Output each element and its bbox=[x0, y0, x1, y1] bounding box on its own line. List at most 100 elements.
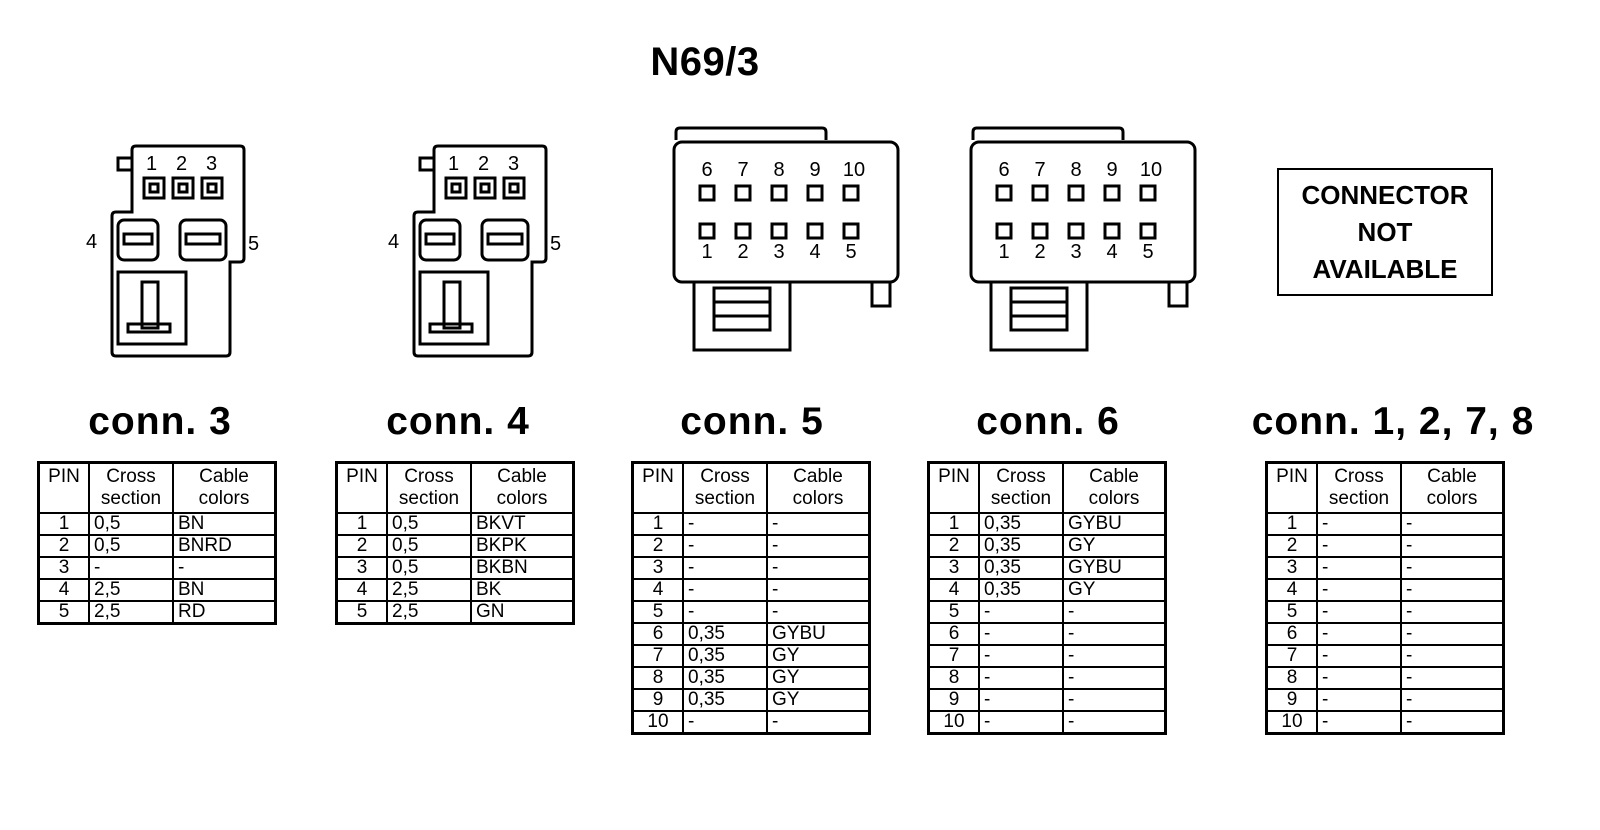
pin-cell: 10 bbox=[927, 710, 980, 735]
cross-section-cell: - bbox=[1316, 710, 1402, 735]
cross-section-cell: - bbox=[1316, 534, 1402, 558]
table-row: 2-- bbox=[631, 534, 871, 558]
pin-number-label: 4 bbox=[388, 231, 399, 253]
small-connector-svg: 1 2 3 4 5 bbox=[86, 144, 259, 358]
cross-section-cell: 0,35 bbox=[978, 578, 1064, 602]
cross-section-cell: - bbox=[682, 710, 768, 735]
not-available-line: CONNECTOR bbox=[1301, 179, 1469, 210]
pin-cell: 1 bbox=[927, 512, 980, 536]
header-line: Cross bbox=[1334, 466, 1384, 487]
cross-section-cell: - bbox=[978, 666, 1064, 690]
pin-cell: 2 bbox=[927, 534, 980, 558]
connector-label: conn. 3 bbox=[88, 400, 232, 443]
header-pin: PIN bbox=[335, 461, 388, 514]
cable-color-cell: RD bbox=[172, 600, 277, 625]
table-row: 5-- bbox=[631, 600, 871, 624]
header-line: section bbox=[694, 488, 756, 509]
table-row: 5-- bbox=[927, 600, 1167, 624]
pin-number-label: 8 bbox=[1070, 159, 1081, 181]
pin-number-label: 3 bbox=[773, 241, 784, 263]
pin-cell: 2 bbox=[1265, 534, 1318, 558]
connector-6-drawing: 6 7 8 9 10 1 2 3 4 5 bbox=[969, 120, 1209, 380]
pin-cell: 3 bbox=[335, 556, 388, 580]
cross-section-cell: - bbox=[978, 688, 1064, 712]
pin-cell: 9 bbox=[927, 688, 980, 712]
pin-cell: 5 bbox=[927, 600, 980, 624]
cross-section-cell: 0,35 bbox=[978, 512, 1064, 536]
pin-number-label: 3 bbox=[508, 153, 519, 175]
cross-section-cell: - bbox=[88, 556, 174, 580]
cable-color-cell: - bbox=[1400, 644, 1505, 668]
pin-cell: 2 bbox=[37, 534, 90, 558]
pin-number-label: 1 bbox=[146, 153, 157, 175]
cable-color-cell: - bbox=[1400, 578, 1505, 602]
cross-section-cell: - bbox=[682, 512, 768, 536]
pin-cell: 7 bbox=[1265, 644, 1318, 668]
pin-number-label: 8 bbox=[773, 159, 784, 181]
header-line: section bbox=[1328, 488, 1390, 509]
pin-cell: 3 bbox=[37, 556, 90, 580]
header-line: section bbox=[100, 488, 162, 509]
table-row: 3-- bbox=[37, 556, 277, 580]
cross-section-cell: 0,35 bbox=[978, 556, 1064, 580]
connector-4-drawing: 1 2 3 4 5 bbox=[382, 120, 582, 380]
cross-section-cell: 2,5 bbox=[386, 600, 472, 625]
pin-cell: 4 bbox=[37, 578, 90, 602]
cross-section-cell: 2,5 bbox=[88, 600, 174, 625]
connector-label: conn. 5 bbox=[680, 400, 824, 443]
cable-color-cell: GN bbox=[470, 600, 575, 625]
table-row: 3-- bbox=[631, 556, 871, 580]
pin-cell: 5 bbox=[37, 600, 90, 625]
page-title: N69/3 bbox=[650, 40, 760, 84]
connector-label: conn. 6 bbox=[976, 400, 1120, 443]
header-line: Cable bbox=[497, 466, 547, 487]
large-connector-svg: 6 7 8 9 10 1 2 3 4 5 bbox=[969, 126, 1197, 352]
cross-section-cell: 0,5 bbox=[386, 556, 472, 580]
cross-section-cell: 2,5 bbox=[386, 578, 472, 602]
pin-number-label: 5 bbox=[1142, 241, 1153, 263]
pin-number-label: 1 bbox=[998, 241, 1009, 263]
cable-color-cell: - bbox=[1062, 600, 1167, 624]
table-row: 10-- bbox=[927, 710, 1167, 735]
cable-color-cell: BKBN bbox=[470, 556, 575, 580]
header-line: section bbox=[990, 488, 1052, 509]
table-row: 1-- bbox=[631, 512, 871, 536]
cross-section-cell: - bbox=[1316, 644, 1402, 668]
cable-color-cell: BKPK bbox=[470, 534, 575, 558]
pin-number-label: 9 bbox=[809, 159, 820, 181]
connector-label: conn. 1, 2, 7, 8 bbox=[1251, 400, 1535, 443]
pin-cell: 4 bbox=[335, 578, 388, 602]
pin-cell: 6 bbox=[927, 622, 980, 646]
small-connector-svg: 1 2 3 4 5 bbox=[388, 144, 561, 358]
pin-number-label: 5 bbox=[248, 233, 259, 255]
pin-number-label: 4 bbox=[1106, 241, 1117, 263]
cable-color-cell: BNRD bbox=[172, 534, 277, 558]
pin-number-label: 4 bbox=[809, 241, 820, 263]
cross-section-cell: - bbox=[1316, 578, 1402, 602]
table-row: 4-- bbox=[1265, 578, 1505, 602]
cable-color-cell: BN bbox=[172, 578, 277, 602]
cross-section-cell: 0,5 bbox=[386, 534, 472, 558]
cable-color-cell: - bbox=[1400, 556, 1505, 580]
header-line: colors bbox=[1426, 488, 1478, 509]
